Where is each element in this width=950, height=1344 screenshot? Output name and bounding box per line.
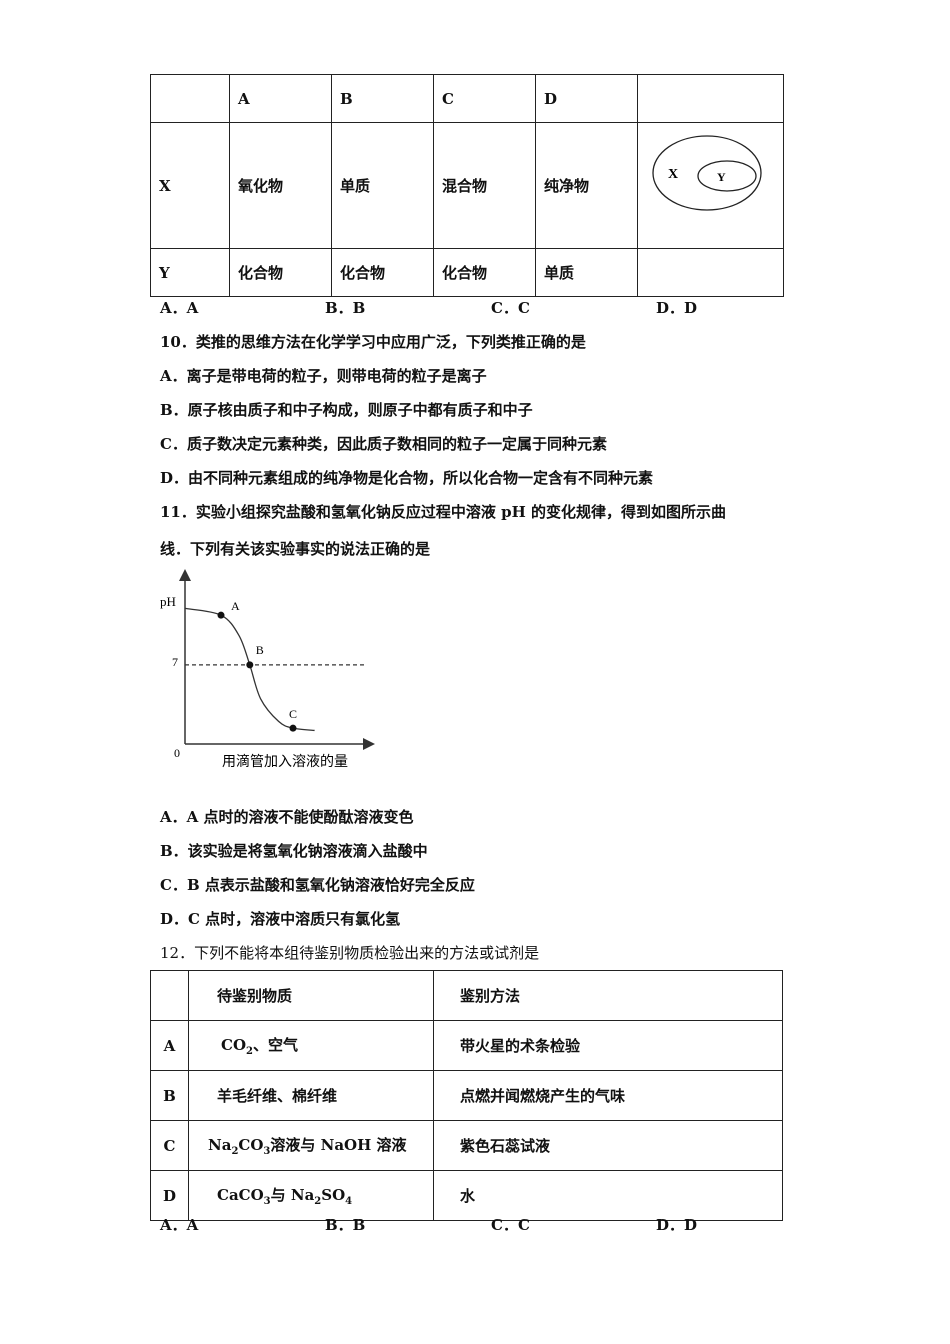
origin-label: 0 (174, 746, 180, 760)
formula-subscript: 3 (263, 1146, 271, 1157)
q11-option-b[interactable]: B．该实验是将氢氧化钠溶液滴入盐酸中 (160, 842, 428, 860)
q12-row-method: 带火星的术条检验 (433, 1020, 783, 1071)
table-row: A CO2、空气 带火星的术条检验 (150, 1020, 783, 1071)
q9-header-cell: D (535, 74, 638, 123)
data-points: A B C (217, 599, 297, 732)
q12-option-a[interactable]: A．A (160, 1216, 199, 1234)
q9-row-y: Y 化合物 化合物 化合物 单质 (150, 248, 784, 297)
q9-cell: 氧化物 (229, 122, 332, 249)
point-label-b: B (256, 643, 264, 657)
q9-venn-cell: X Y (637, 122, 784, 249)
formula-part: CO (238, 1136, 264, 1154)
formula-subscript: 2 (231, 1146, 239, 1157)
q9-header-row: A B C D (150, 74, 784, 123)
venn-outer-label: X (668, 167, 678, 182)
q12-row-method: 水 (433, 1170, 783, 1221)
q9-cell: 单质 (331, 122, 434, 249)
ph-curve-chart: pH 7 0 用滴管加入溶液的量 A B C (160, 569, 375, 770)
q11-stem-line2: 线．下列有关该实验事实的说法正确的是 (160, 540, 431, 558)
q9-cell: 化合物 (331, 248, 434, 297)
q10-stem: 10．类推的思维方法在化学学习中应用广泛，下列类推正确的是 (160, 333, 586, 351)
table-row: B 羊毛纤维、棉纤维 点燃并闻燃烧产生的气味 (150, 1070, 783, 1121)
q12-header-cell: 鉴别方法 (433, 970, 783, 1021)
q9-cell (637, 248, 784, 297)
ref-line-label: 7 (172, 655, 178, 669)
q9-header-cell (637, 74, 784, 123)
q12-row-item: CO2、空气 (188, 1020, 434, 1071)
point-c (289, 724, 297, 732)
q10-option-a[interactable]: A．离子是带电荷的粒子，则带电荷的粒子是离子 (160, 367, 487, 385)
q9-cell: 单质 (535, 248, 638, 297)
venn-inner-label: Y (717, 170, 726, 184)
q12-header-row: 待鉴别物质 鉴别方法 (150, 970, 783, 1021)
q12-row-item: Na2CO3溶液与 NaOH 溶液 (188, 1120, 434, 1171)
q9-header-cell: B (331, 74, 434, 123)
q9-cell: Y (150, 248, 230, 297)
table-row: D CaCO3与 Na2SO4 水 (150, 1170, 783, 1221)
q12-table: 待鉴别物质 鉴别方法 A CO2、空气 带火星的术条检验 B 羊毛纤维、棉纤维 … (150, 970, 783, 1221)
q9-option-b[interactable]: B．B (325, 299, 366, 317)
formula-subscript: 2 (246, 1046, 253, 1057)
q9-cell: 化合物 (229, 248, 332, 297)
formula-subscript: 2 (314, 1196, 322, 1207)
point-b (246, 661, 254, 669)
x-axis-label: 用滴管加入溶液的量 (222, 753, 348, 770)
q11-stem-line1: 11．实验小组探究盐酸和氢氧化钠反应过程中溶液 pH 的变化规律，得到如图所示曲 (160, 503, 726, 521)
q9-cell: X (150, 122, 230, 249)
q12-header-cell (150, 970, 189, 1021)
point-label-a: A (231, 599, 240, 613)
q10-option-c[interactable]: C．质子数决定元素种类，因此质子数相同的粒子一定属于同种元素 (160, 435, 607, 453)
table-row: C Na2CO3溶液与 NaOH 溶液 紫色石蕊试液 (150, 1120, 783, 1171)
q12-row-method: 紫色石蕊试液 (433, 1120, 783, 1171)
q11-option-a[interactable]: A．A 点时的溶液不能使酚酞溶液变色 (160, 808, 414, 826)
formula-subscript: 4 (345, 1196, 353, 1207)
q9-option-a[interactable]: A．A (160, 299, 199, 317)
formula-part: CO (221, 1036, 247, 1054)
q12-row-key: C (150, 1120, 189, 1171)
formula-part: CaCO (217, 1186, 264, 1204)
q10-option-b[interactable]: B．原子核由质子和中子构成，则原子中都有质子和中子 (160, 401, 533, 419)
venn-inner-ellipse (697, 160, 757, 192)
y-axis-label: pH (160, 594, 176, 609)
formula-subscript: 3 (263, 1196, 271, 1207)
point-a (217, 611, 225, 619)
formula-part: SO (321, 1186, 346, 1204)
q9-header-cell (150, 74, 230, 123)
venn-outer-ellipse (652, 135, 762, 211)
q12-option-d[interactable]: D．D (656, 1216, 698, 1234)
q12-option-c[interactable]: C．C (491, 1216, 530, 1234)
q9-header-cell: C (433, 74, 536, 123)
q12-header-cell: 待鉴别物质 (188, 970, 434, 1021)
q11-option-d[interactable]: D．C 点时，溶液中溶质只有氯化氢 (160, 910, 401, 928)
q9-option-d[interactable]: D．D (656, 299, 698, 317)
venn-diagram: X Y (652, 135, 762, 211)
formula-part: Na (208, 1136, 232, 1154)
q9-table: A B C D X 氧化物 单质 混合物 纯净物 X Y Y 化合物 化合物 化… (150, 74, 784, 297)
q12-row-key: A (150, 1020, 189, 1071)
formula-part: 、空气 (252, 1036, 298, 1054)
q11-option-c[interactable]: C．B 点表示盐酸和氢氧化钠溶液恰好完全反应 (160, 876, 475, 894)
q12-row-key: B (150, 1070, 189, 1121)
q9-option-c[interactable]: C．C (491, 299, 530, 317)
q12-stem: 12．下列不能将本组待鉴别物质检验出来的方法或试剂是 (160, 944, 540, 962)
q9-cell: 纯净物 (535, 122, 638, 249)
point-label-c: C (289, 707, 297, 721)
q9-cell: 化合物 (433, 248, 536, 297)
q12-row-item: 羊毛纤维、棉纤维 (188, 1070, 434, 1121)
formula-part: 溶液与 NaOH 溶液 (270, 1136, 407, 1154)
q12-row-method: 点燃并闻燃烧产生的气味 (433, 1070, 783, 1121)
q12-row-key: D (150, 1170, 189, 1221)
q9-cell: 混合物 (433, 122, 536, 249)
q9-row-x: X 氧化物 单质 混合物 纯净物 X Y (150, 122, 784, 249)
formula-part: 与 Na (270, 1186, 315, 1204)
q12-row-item: CaCO3与 Na2SO4 (188, 1170, 434, 1221)
q12-option-b[interactable]: B．B (325, 1216, 366, 1234)
q10-option-d[interactable]: D．由不同种元素组成的纯净物是化合物，所以化合物一定含有不同种元素 (160, 469, 654, 487)
q9-header-cell: A (229, 74, 332, 123)
